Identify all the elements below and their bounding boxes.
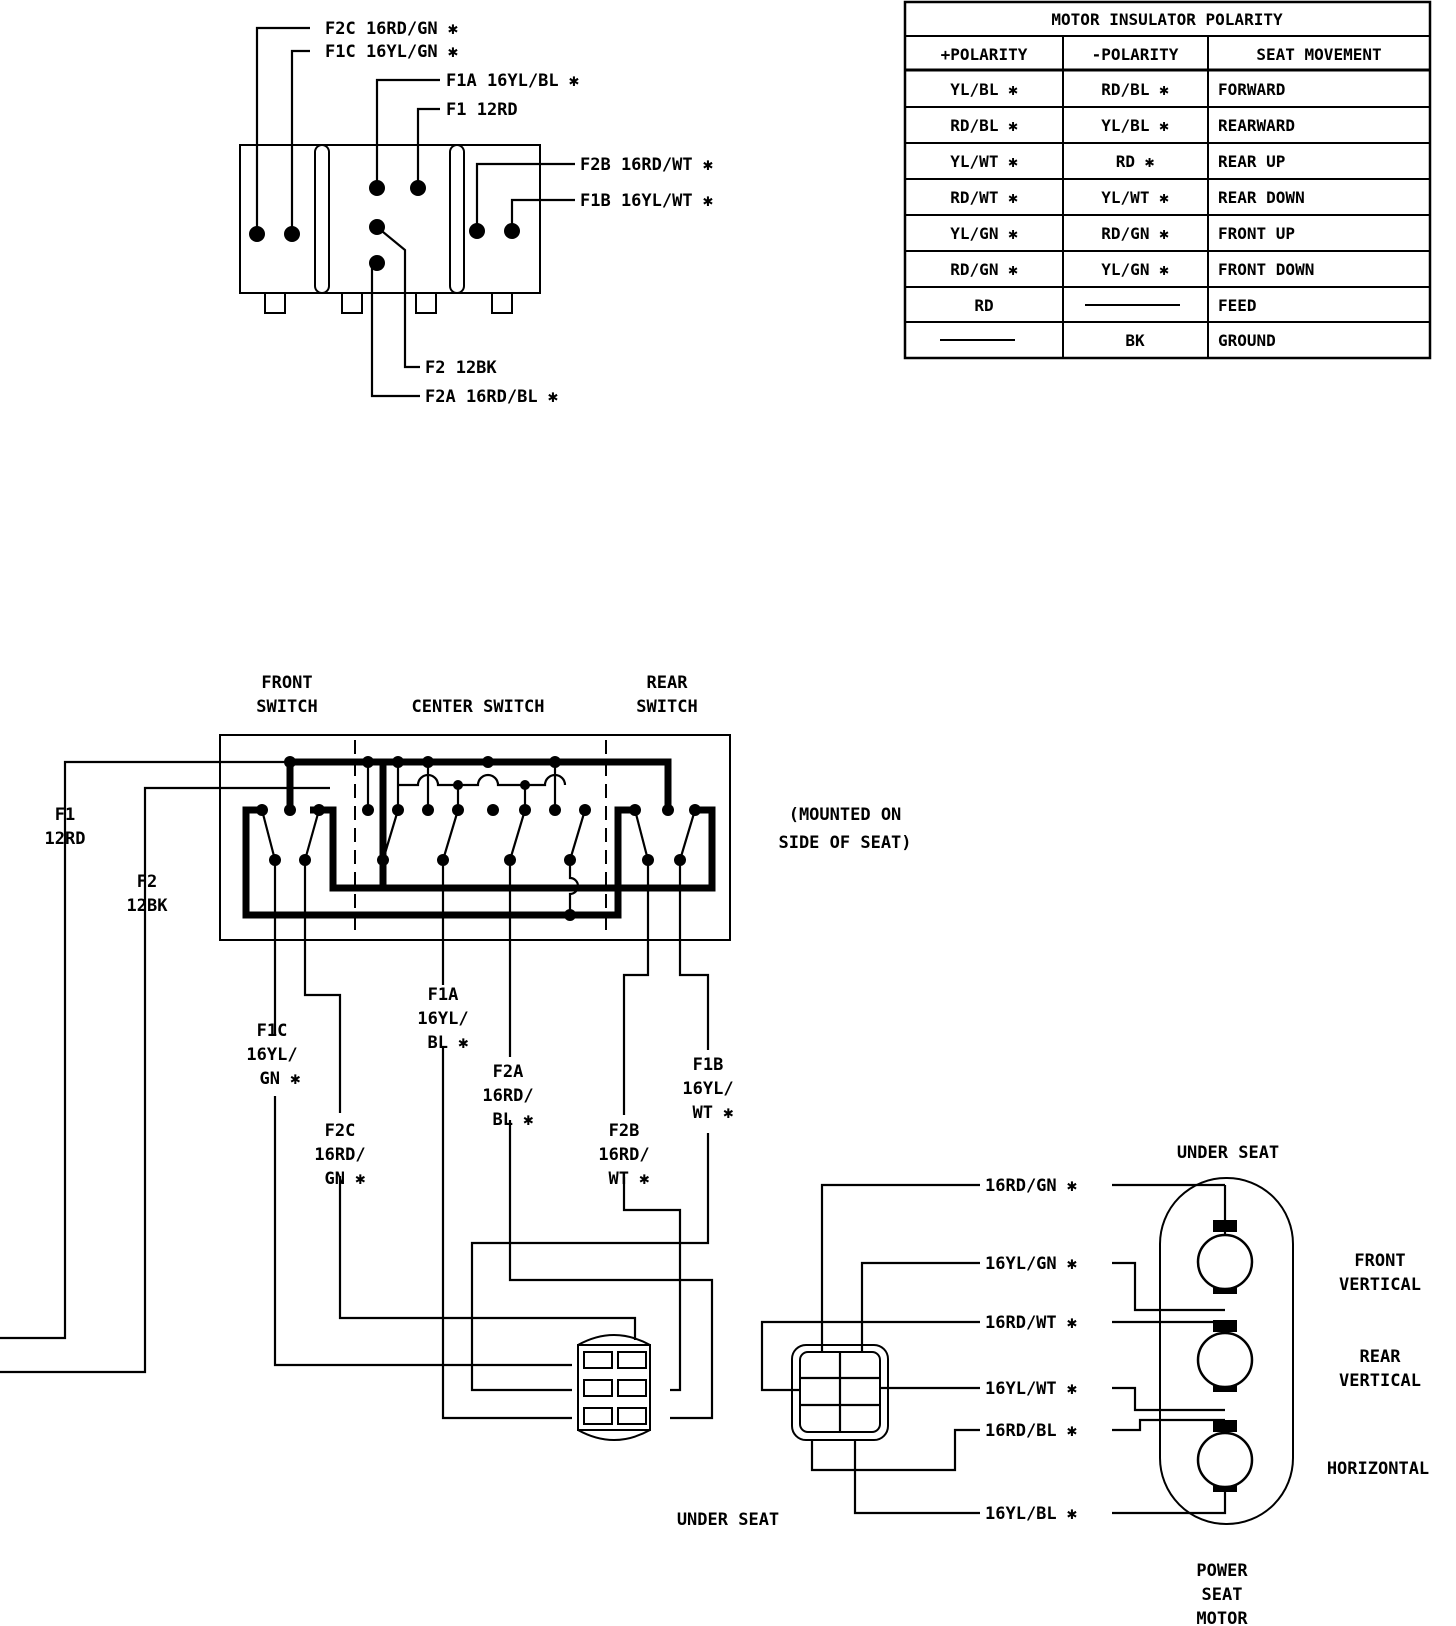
wire-label-f2a: BL ✱ xyxy=(493,1110,534,1130)
front-switch-label: FRONT xyxy=(261,673,312,693)
table-cell: FRONT DOWN xyxy=(1218,260,1314,279)
power-seat-motor-label: POWER xyxy=(1196,1561,1248,1581)
callout-f2c: F2C 16RD/GN ✱ xyxy=(325,19,458,39)
wire-label-f1b: F1B xyxy=(693,1055,724,1075)
table-cell: RD xyxy=(974,296,993,315)
mounted-note: SIDE OF SEAT) xyxy=(778,833,911,853)
wire-label-f1b: WT ✱ xyxy=(693,1103,734,1123)
mounted-note: (MOUNTED ON xyxy=(789,805,902,825)
table-cell: FRONT UP xyxy=(1218,224,1295,243)
wire-label-f2c: 16RD/ xyxy=(314,1145,365,1165)
motor-wire-label: 16YL/BL ✱ xyxy=(985,1504,1077,1524)
table-cell: YL/BL ✱ xyxy=(950,80,1018,99)
wire-label-f1: 12RD xyxy=(45,829,86,849)
center-switch-label: CENTER SWITCH xyxy=(411,697,544,717)
callout-f2a: F2A 16RD/BL ✱ xyxy=(425,387,558,407)
front-switch-label: SWITCH xyxy=(256,697,317,717)
motor-harness-wires xyxy=(760,1183,1227,1515)
table-cell: RD/GN ✱ xyxy=(950,260,1018,279)
table-cell: RD/BL ✱ xyxy=(950,116,1018,135)
wire-label-f1b: 16YL/ xyxy=(682,1079,733,1099)
switch-assembly xyxy=(219,734,731,941)
table-cell: RD ✱ xyxy=(1116,152,1155,171)
wire-label-f1a: BL ✱ xyxy=(428,1033,469,1053)
table-title: MOTOR INSULATOR POLARITY xyxy=(1051,10,1283,29)
motor-wire-label: 16YL/WT ✱ xyxy=(985,1379,1077,1399)
table-cell: RD/BL ✱ xyxy=(1101,80,1169,99)
callout-f1a: F1A 16YL/BL ✱ xyxy=(446,71,579,91)
table-cell: YL/GN ✱ xyxy=(1101,260,1169,279)
motor-wire-label: 16YL/GN ✱ xyxy=(985,1254,1077,1274)
wire-label-f1a: 16YL/ xyxy=(417,1009,468,1029)
power-seat-motor-label: MOTOR xyxy=(1196,1609,1248,1626)
wire-label-f2b: WT ✱ xyxy=(609,1169,650,1189)
wire-label-f2b: 16RD/ xyxy=(598,1145,649,1165)
switch-connector-face xyxy=(239,26,575,398)
wire-label-f2: F2 xyxy=(137,872,157,892)
table-cell: FORWARD xyxy=(1218,80,1285,99)
table-cell: REAR UP xyxy=(1218,152,1285,171)
wire-label-f1: F1 xyxy=(55,805,75,825)
wire-label-f2c: F2C xyxy=(325,1121,356,1141)
table-cell: RD/WT ✱ xyxy=(950,188,1018,207)
wire-label-f1c: F1C xyxy=(257,1021,288,1041)
switch-output-wires xyxy=(273,860,714,1420)
power-seat-motor xyxy=(1159,1177,1294,1525)
under-seat-label: UNDER SEAT xyxy=(677,1510,779,1530)
rear-vertical-label: REAR xyxy=(1360,1347,1402,1367)
wire-label-f1c: GN ✱ xyxy=(260,1069,301,1089)
front-vertical-label: FRONT xyxy=(1354,1251,1405,1271)
motor-wire-label: 16RD/WT ✱ xyxy=(985,1313,1077,1333)
table-cell: REARWARD xyxy=(1218,116,1295,135)
horizontal-label: HORIZONTAL xyxy=(1327,1459,1429,1479)
wire-label-f1c: 16YL/ xyxy=(246,1045,297,1065)
callout-f1b: F1B 16YL/WT ✱ xyxy=(580,191,713,211)
rear-switch-label: SWITCH xyxy=(636,697,697,717)
under-seat-label: UNDER SEAT xyxy=(1177,1143,1279,1163)
table-cell: RD/GN ✱ xyxy=(1101,224,1169,243)
wire-label-f1a: F1A xyxy=(428,985,459,1005)
table-header-plus: +POLARITY xyxy=(941,45,1028,64)
table-cell: GROUND xyxy=(1218,331,1276,350)
feed-wires xyxy=(0,760,330,1374)
callout-f1c: F1C 16YL/GN ✱ xyxy=(325,42,458,62)
callout-f2: F2 12BK xyxy=(425,358,497,378)
motor-harness-connector xyxy=(791,1344,889,1441)
motor-wire-label: 16RD/GN ✱ xyxy=(985,1176,1077,1196)
wire-label-f2a: F2A xyxy=(493,1062,524,1082)
table-cell: YL/GN ✱ xyxy=(950,224,1018,243)
wire-label-f2b: F2B xyxy=(609,1121,640,1141)
switch-harness-connector xyxy=(577,1334,651,1441)
table-cell: YL/WT ✱ xyxy=(950,152,1018,171)
table-header-movement: SEAT MOVEMENT xyxy=(1256,45,1381,64)
wire-label-f2a: 16RD/ xyxy=(482,1086,533,1106)
rear-vertical-label: VERTICAL xyxy=(1339,1371,1421,1391)
table-cell: YL/WT ✱ xyxy=(1101,188,1169,207)
wire-label-f2: 12BK xyxy=(127,896,169,916)
callout-f1: F1 12RD xyxy=(446,100,518,120)
motor-wire-label: 16RD/BL ✱ xyxy=(985,1421,1077,1441)
power-seat-motor-label: SEAT xyxy=(1202,1585,1243,1605)
table-header-minus: -POLARITY xyxy=(1092,45,1179,64)
table-cell: FEED xyxy=(1218,296,1257,315)
polarity-table xyxy=(903,0,1432,360)
table-cell: BK xyxy=(1125,331,1145,350)
table-cell: REAR DOWN xyxy=(1218,188,1305,207)
front-vertical-label: VERTICAL xyxy=(1339,1275,1421,1295)
rear-switch-label: REAR xyxy=(647,673,689,693)
table-cell: YL/BL ✱ xyxy=(1101,116,1169,135)
wire-label-f2c: GN ✱ xyxy=(325,1169,366,1189)
callout-f2b: F2B 16RD/WT ✱ xyxy=(580,155,713,175)
